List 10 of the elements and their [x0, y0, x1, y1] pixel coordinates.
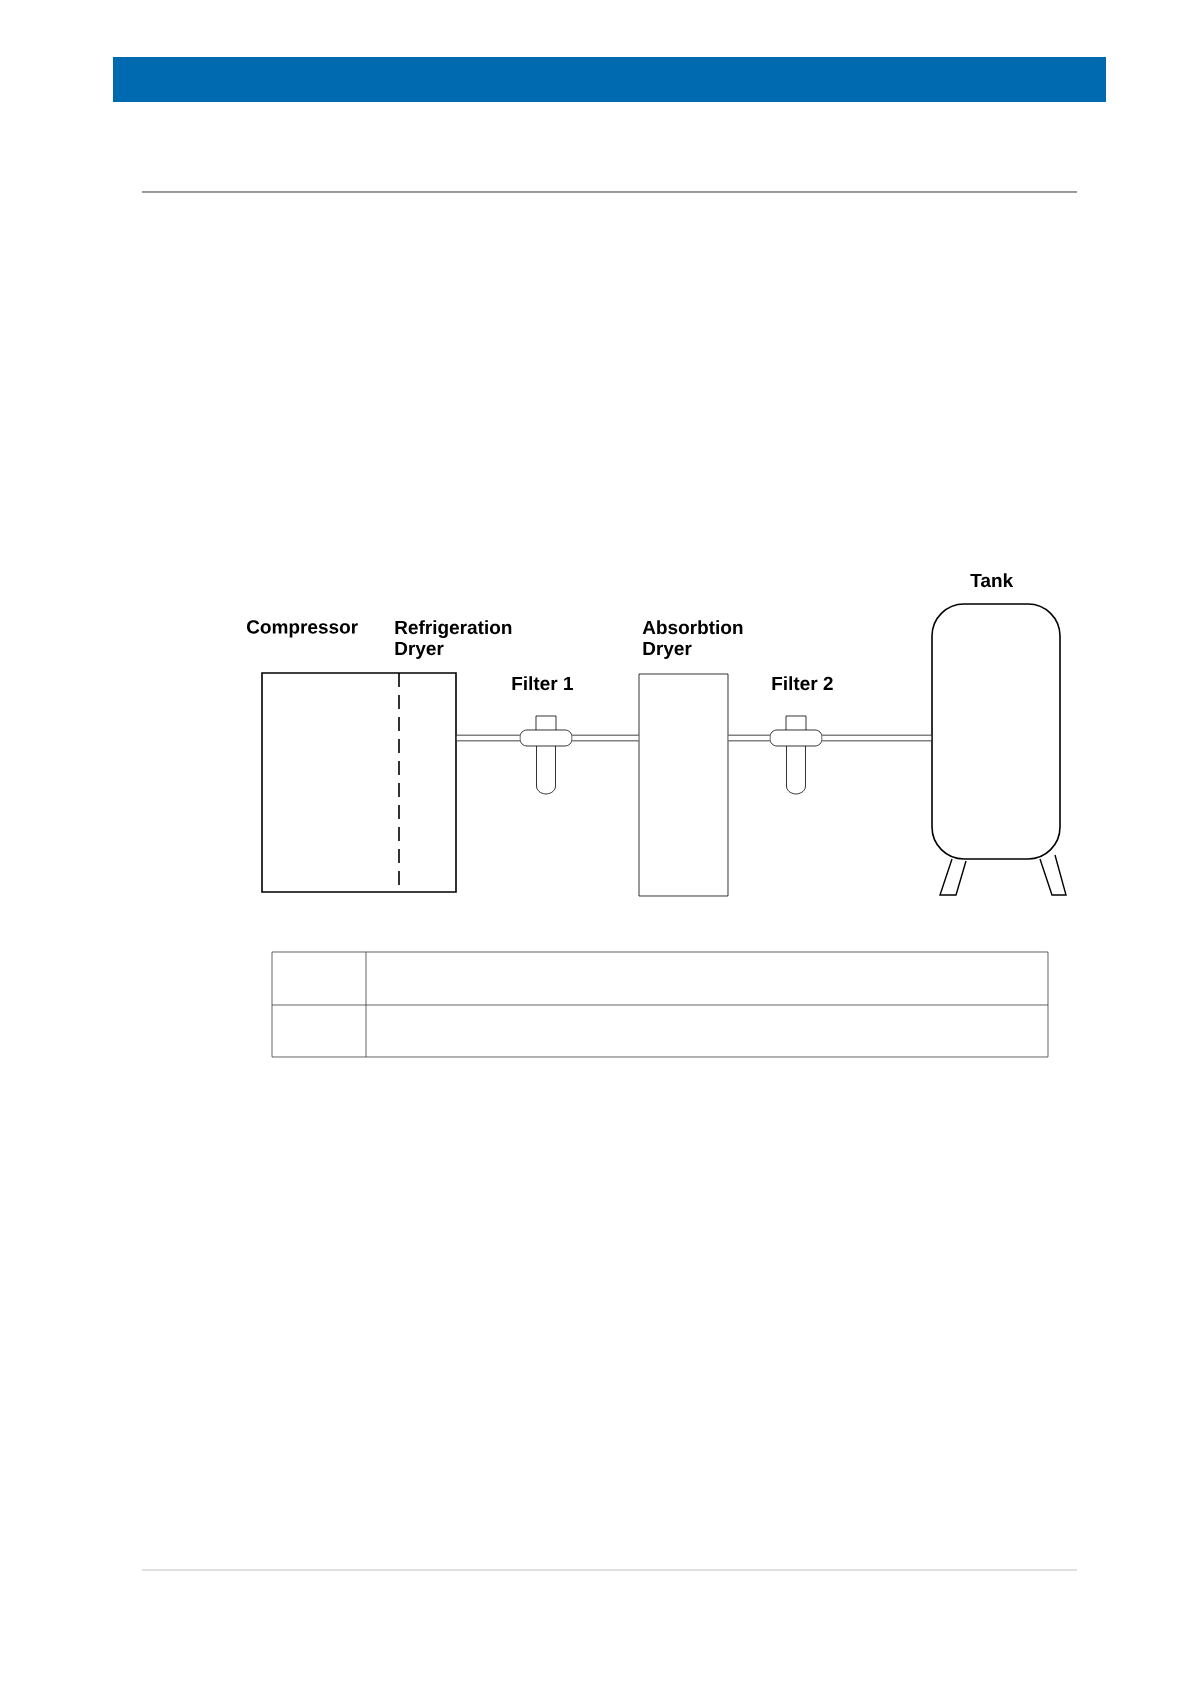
- node-label: Absorbtion Dryer: [642, 620, 743, 659]
- node-label: Filter 1: [512, 676, 573, 691]
- pipe: [456, 734, 520, 742]
- node-label: Tank: [970, 573, 1014, 588]
- node-label: Compressor: [246, 620, 358, 638]
- pipe: [572, 734, 639, 742]
- node-label: Refrigeration Dryer: [395, 620, 512, 659]
- node-label: Filter 2: [772, 676, 833, 691]
- pipe: [728, 734, 770, 742]
- pipe: [822, 734, 932, 742]
